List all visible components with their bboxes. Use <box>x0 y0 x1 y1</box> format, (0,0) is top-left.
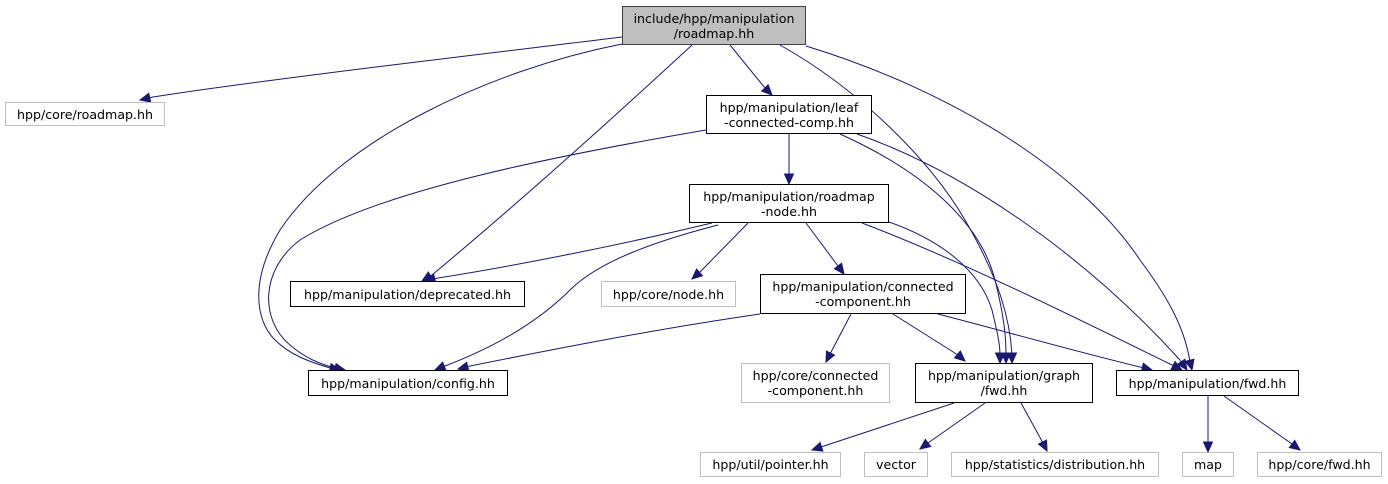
edge-line <box>268 129 707 369</box>
node-deprecated[interactable]: hpp/manipulation/deprecated.hh <box>290 281 525 307</box>
node-distribution[interactable]: hpp/statistics/distribution.hh <box>951 452 1159 477</box>
edge-line <box>823 402 955 447</box>
edge-rnode-to-cc <box>805 222 845 275</box>
edge-line <box>729 44 766 89</box>
edge-rnode-to-graph_fwd <box>888 221 1006 365</box>
edge-line <box>839 133 1007 356</box>
edge-line <box>805 222 839 267</box>
edge-line <box>927 402 986 444</box>
edge-line <box>856 133 1181 361</box>
edge-line <box>779 44 1013 356</box>
node-core-node[interactable]: hpp/core/node.hh <box>601 281 736 307</box>
edge-roadmap-to-leaf <box>729 44 773 96</box>
arrowhead-icon <box>833 262 845 275</box>
edge-roadmap-to-core_roadmap <box>138 36 623 103</box>
arrowhead-icon <box>691 268 704 280</box>
edge-roadmap-to-config <box>258 43 623 374</box>
node-roadmap-node[interactable]: hpp/manipulation/roadmap -node.hh <box>689 184 889 223</box>
edge-line <box>444 224 719 367</box>
edge-tail <box>149 96 154 99</box>
edge-cc-to-core_cc <box>825 313 852 364</box>
edge-line <box>431 44 693 276</box>
arrowhead-icon <box>994 352 1006 365</box>
edge-rnode-to-config <box>433 224 719 371</box>
node-config[interactable]: hpp/manipulation/config.hh <box>308 370 508 396</box>
edge-graph_fwd-to-pointer <box>810 402 955 452</box>
edge-line <box>469 313 761 367</box>
node-core-connected-component[interactable]: hpp/core/connected -component.hh <box>741 363 890 403</box>
arrowhead-icon <box>1288 439 1301 451</box>
node-fwd[interactable]: hpp/manipulation/fwd.hh <box>1116 370 1299 396</box>
node-roadmap[interactable]: include/hpp/manipulation /roadmap.hh <box>622 6 806 45</box>
node-connected-component[interactable]: hpp/manipulation/connected -component.hh <box>760 274 966 314</box>
edge-line <box>1223 395 1293 445</box>
node-graph-fwd[interactable]: hpp/manipulation/graph /fwd.hh <box>915 363 1093 403</box>
edge-cc-to-config <box>456 313 761 372</box>
edge-line <box>861 222 1173 366</box>
edge-line <box>699 222 749 273</box>
edge-rnode-to-fwd <box>861 222 1184 371</box>
edge-rnode-to-core_node <box>691 222 749 280</box>
node-leaf-connected-comp[interactable]: hpp/manipulation/leaf -connected-comp.hh <box>706 95 872 134</box>
arrowhead-icon <box>1037 439 1048 453</box>
edge-roadmap-to-deprecated <box>420 44 693 282</box>
edge-roadmap-to-fwd <box>805 45 1195 372</box>
arrowhead-icon <box>783 173 795 186</box>
edge-fwd-to-map <box>1202 396 1214 454</box>
edge-graph_fwd-to-distribution <box>1020 402 1048 453</box>
node-core-fwd[interactable]: hpp/core/fwd.hh <box>1257 452 1382 477</box>
edge-line <box>892 313 959 356</box>
node-core-roadmap[interactable]: hpp/core/roadmap.hh <box>5 102 165 126</box>
arrowhead-icon <box>1202 441 1214 454</box>
arrowhead-icon <box>810 441 824 452</box>
edge-line <box>1020 402 1044 444</box>
arrowhead-icon <box>138 92 152 103</box>
arrowhead-icon <box>456 361 470 372</box>
arrowhead-icon <box>919 438 932 450</box>
edge-line <box>152 36 623 98</box>
edge-line <box>937 313 1141 368</box>
arrowhead-icon <box>1176 358 1188 371</box>
arrowhead-icon <box>825 350 836 364</box>
arrowhead-icon <box>760 83 773 96</box>
edge-cc-to-graph_fwd <box>892 313 966 362</box>
edge-line <box>437 222 713 279</box>
node-map[interactable]: map <box>1182 452 1234 477</box>
edge-graph_fwd-to-vector <box>919 402 986 450</box>
edge-line <box>805 45 1191 363</box>
edge-leaf-to-config <box>268 129 707 374</box>
node-vector[interactable]: vector <box>864 452 928 477</box>
edge-leaf-to-rnode <box>783 134 795 186</box>
edge-fwd-to-core_fwd <box>1223 395 1301 451</box>
arrowhead-icon <box>1170 360 1184 371</box>
arrowhead-icon <box>1184 358 1195 372</box>
arrowhead-icon <box>953 350 966 362</box>
edge-tail <box>434 277 439 280</box>
edge-line <box>829 313 852 355</box>
edge-line <box>258 43 623 369</box>
edge-rnode-to-deprecated <box>423 222 713 284</box>
edge-line <box>888 221 1001 356</box>
edge-leaf-to-fwd <box>856 133 1188 371</box>
node-pointer[interactable]: hpp/util/pointer.hh <box>700 452 841 477</box>
